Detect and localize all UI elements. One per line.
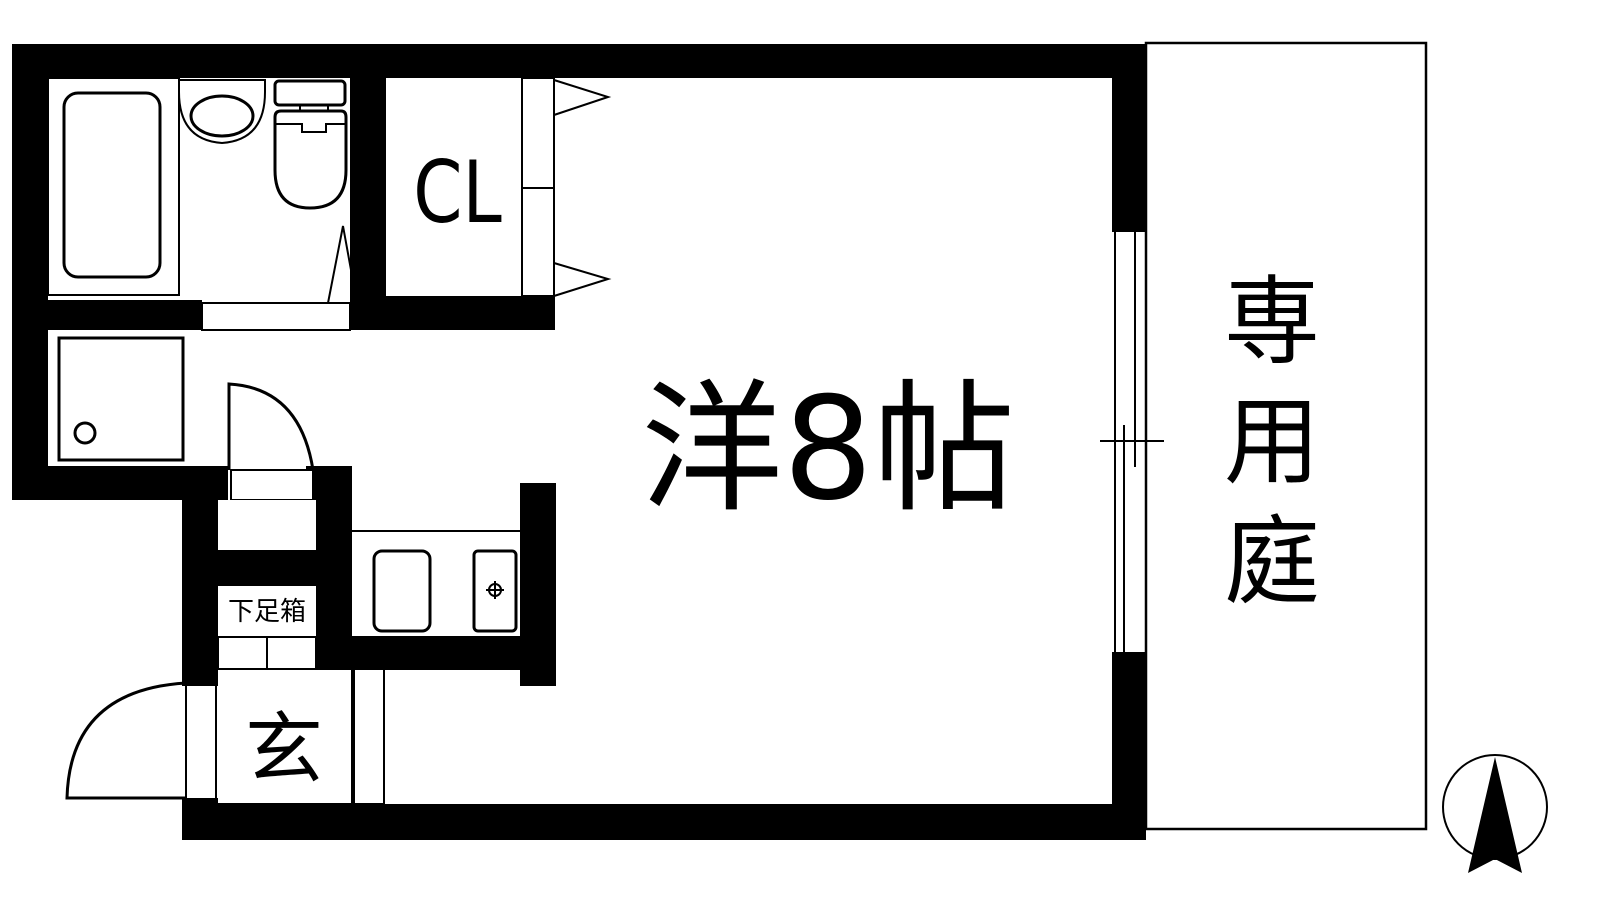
- closet-label: CL: [413, 142, 502, 243]
- gas-stove-icon: [472, 549, 518, 633]
- door-swing-icon: [327, 225, 358, 304]
- closet-door-icon: [553, 262, 612, 297]
- bathtub-icon: [62, 91, 162, 279]
- walls: [12, 44, 1146, 840]
- washbasin-icon: [178, 79, 266, 145]
- kitchen: [352, 530, 520, 633]
- private-garden: 専 用 庭: [1144, 41, 1428, 831]
- laundry-area: [57, 336, 315, 501]
- closet: CL: [413, 77, 612, 297]
- garden-label-char-2: 用: [1224, 386, 1320, 498]
- toilet-icon: [273, 79, 348, 210]
- compass-north-icon: [1442, 754, 1548, 873]
- sliding-window: [1100, 232, 1164, 652]
- entrance-label: 玄: [245, 705, 323, 795]
- western-room: 洋8帖: [641, 367, 1015, 532]
- washing-machine-pan-icon: [57, 336, 185, 462]
- bathroom: [47, 77, 358, 331]
- entrance-area: 下足箱 玄: [65, 500, 385, 805]
- front-door-icon: [65, 681, 187, 800]
- western-room-label: 洋8帖: [641, 367, 1015, 532]
- closet-door-icon: [553, 79, 612, 116]
- shoe-box-label: 下足箱: [228, 597, 306, 627]
- garden-label-char-1: 専: [1224, 266, 1320, 378]
- kitchen-sink-icon: [372, 549, 432, 633]
- garden-label-char-3: 庭: [1224, 506, 1320, 618]
